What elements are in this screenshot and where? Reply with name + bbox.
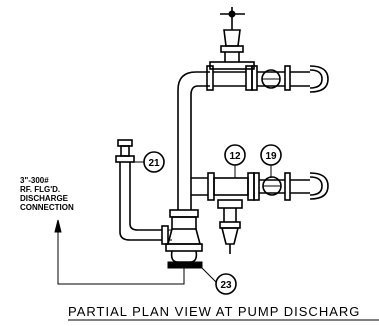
connection-note: 3"-300# RF. FLG'D. DISCHARGE CONNECTION [20,176,74,212]
callout-19-label: 19 [265,151,277,162]
view-title-text: PARTIAL PLAN VIEW AT PUMP DISCHARG [68,304,360,319]
callout-12: 12 [224,144,246,178]
upper-header [206,65,329,93]
callout-23-label: 23 [220,280,232,291]
callout-23: 23 [199,265,237,295]
note-line-4: CONNECTION [20,203,74,212]
callout-12-label: 12 [229,151,241,162]
note-line-1: 3"-300# [20,176,49,185]
view-title: PARTIAL PLAN VIEW AT PUMP DISCHARG [68,304,379,321]
discharge-branch-pipe [115,139,172,245]
lower-header [191,172,329,201]
callout-21-label: 21 [148,158,160,169]
lower-drop-valve [217,199,243,254]
upper-elbow-pipe [177,71,210,175]
callout-19: 19 [260,144,282,178]
note-line-2: RF. FLG'D. [20,185,60,194]
pump-discharge-riser [165,165,203,269]
callout-21: 21 [132,151,165,173]
note-leader [54,219,185,285]
top-valve-handwheel [220,7,245,53]
note-line-3: DISCHARGE [20,194,69,203]
